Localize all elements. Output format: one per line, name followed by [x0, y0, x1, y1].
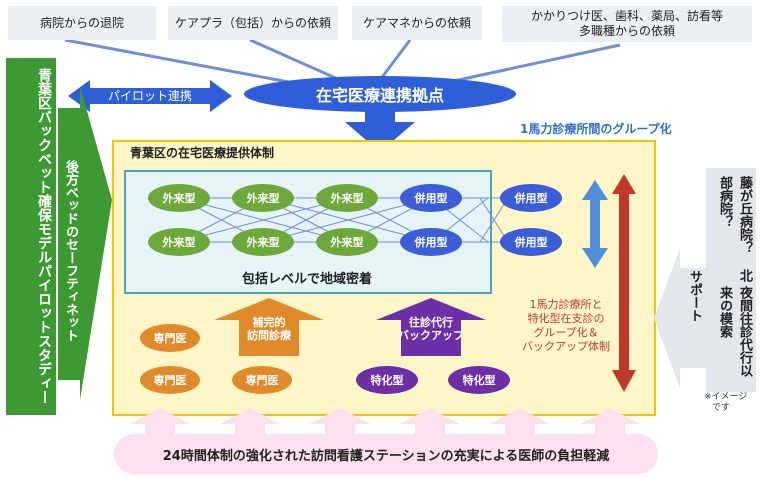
- pilot-link-arrow: [68, 80, 232, 112]
- node-specialist: 専門医: [232, 366, 292, 394]
- substitute-label: 往診代行 バックアップ: [394, 316, 468, 342]
- banner-text: 24時間体制の強化された訪問看護ステーションの充実による医師の負担軽減: [162, 448, 610, 464]
- down-arrow: [345, 110, 415, 152]
- hospital-line: 藤が丘病院？ 北部病院？: [717, 176, 752, 282]
- backup-line: 特化型在支診の: [527, 312, 605, 325]
- node-label: 併用型: [414, 192, 448, 205]
- node-specialized: 特化型: [448, 366, 510, 394]
- left-model-text: 青葉区バックベット確保モデル パイロットスタディー: [10, 68, 54, 408]
- node-label: 専門医: [153, 374, 187, 387]
- group-label: 1馬力診療所間のグループ化: [520, 122, 672, 136]
- substitute-line: バックアップ: [398, 329, 464, 342]
- backup-line: 1馬力診療所と: [529, 298, 603, 311]
- left-arrow-layer: [6, 58, 112, 415]
- node-outpatient: 外来型: [148, 228, 210, 256]
- node-combined: 併用型: [500, 228, 562, 256]
- node-label: 外来型: [246, 192, 280, 205]
- node-label: 併用型: [514, 192, 548, 205]
- model-subtitle: パイロットスタディー: [36, 264, 52, 404]
- substitute-line: 往診代行: [409, 316, 453, 329]
- complement-arrow: [214, 298, 324, 356]
- safety-net-arrow: [58, 86, 112, 400]
- hospital-box: [706, 168, 756, 392]
- hospital-line: 夜間往診代行以来の模索: [717, 286, 752, 378]
- node-label: 外来型: [246, 236, 280, 249]
- note-line: ※イメージ: [704, 392, 748, 402]
- backup-line: バックアップ体制: [522, 340, 610, 353]
- complement-label: 補完的 訪問診療: [238, 316, 300, 342]
- model-bar: [6, 58, 56, 415]
- pilot-link-label: パイロット連携: [107, 89, 192, 103]
- node-specialist: 専門医: [140, 366, 200, 394]
- note-line: です: [712, 403, 731, 413]
- node-outpatient: 外来型: [232, 184, 294, 212]
- node-outpatient: 外来型: [232, 228, 294, 256]
- substitute-arrow: [376, 298, 486, 356]
- node-outpatient: 外来型: [148, 184, 210, 212]
- node-label: 専門医: [245, 374, 279, 387]
- node-label: 併用型: [414, 236, 448, 249]
- node-specialized: 特化型: [356, 366, 418, 394]
- node-outpatient: 外来型: [316, 228, 378, 256]
- source-careplaza-request: ケアプラ（包括）からの依頼: [168, 6, 338, 40]
- connector-line: [439, 43, 621, 86]
- node-label: 併用型: [514, 236, 548, 249]
- banner-arrows: [130, 408, 640, 438]
- source-label: 病院からの退院: [39, 15, 124, 30]
- connector-line: [249, 38, 341, 82]
- node-combined: 併用型: [400, 184, 462, 212]
- system-title: 青葉区の在宅医療提供体制: [130, 146, 275, 160]
- source-multidisciplinary: かかりつけ医、歯科、薬局、訪看等 多職種からの依頼: [502, 6, 752, 42]
- hub-label: 在宅医療連携拠点: [315, 86, 444, 105]
- connector-line: [378, 39, 412, 81]
- image-note: ※イメージ です: [704, 392, 760, 414]
- blue-double-arrow: [582, 180, 608, 268]
- hub-ellipse: 在宅医療連携拠点: [244, 76, 516, 112]
- red-double-arrow: [612, 174, 636, 392]
- source-label: かかりつけ医、歯科、薬局、訪看等: [530, 9, 724, 23]
- safety-net-label: 後方ベッドのセーフティネット: [63, 160, 78, 342]
- complement-line: 補完的: [252, 316, 286, 329]
- complement-line: 訪問診療: [247, 329, 291, 342]
- source-label: ケアプラ（包括）からの依頼: [174, 15, 331, 30]
- backup-line: グループ化＆: [533, 326, 599, 339]
- connector-line: [64, 38, 311, 88]
- vertical-arrows: [582, 174, 636, 392]
- support-label: サポート: [687, 270, 702, 322]
- node-label: 特化型: [462, 374, 496, 387]
- backup-system-text: 1馬力診療所と 特化型在支診の グループ化＆ バックアップ体制: [510, 298, 622, 354]
- node-outpatient: 外来型: [316, 184, 378, 212]
- source-hospital-discharge: 病院からの退院: [8, 6, 156, 40]
- hospital-text: 藤が丘病院？ 北部病院？ 夜間往診代行以来の模索: [710, 176, 754, 386]
- node-combined: 併用型: [400, 228, 462, 256]
- node-combined: 併用型: [500, 184, 562, 212]
- source-label: ケアマネからの依頼: [362, 15, 471, 30]
- node-specialist: 専門医: [140, 324, 200, 352]
- model-name: 青葉区バックベット確保モデル: [36, 68, 52, 264]
- source-caremanager-request: ケアマネからの依頼: [352, 6, 482, 40]
- node-label: 外来型: [162, 236, 196, 249]
- source-label: 多職種からの依頼: [578, 24, 675, 38]
- node-label: 専門医: [153, 332, 187, 345]
- support-arrow: [654, 248, 708, 388]
- node-label: 特化型: [370, 374, 404, 387]
- node-label: 外来型: [330, 236, 364, 249]
- node-label: 外来型: [162, 192, 196, 205]
- network-label: 包括レベルで地域密着: [241, 272, 372, 287]
- bottom-banner: 24時間体制の強化された訪問看護ステーションの充実による医師の負担軽減: [114, 434, 658, 474]
- node-label: 外来型: [330, 192, 364, 205]
